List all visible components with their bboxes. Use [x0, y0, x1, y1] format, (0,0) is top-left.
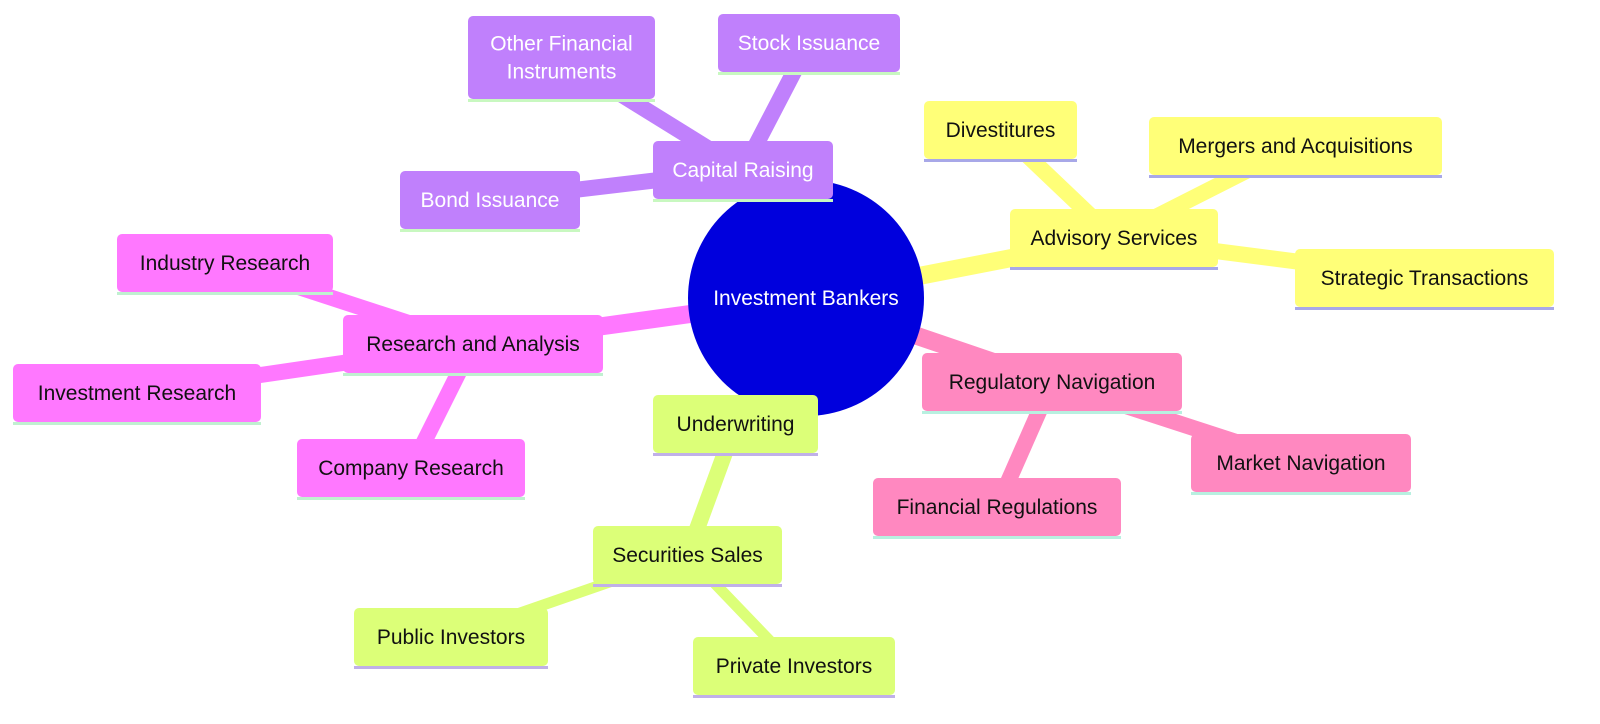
node-underline	[354, 666, 548, 669]
node-label: Public Investors	[377, 626, 525, 649]
node-label: Private Investors	[716, 655, 872, 678]
node-label: Company Research	[318, 457, 504, 480]
root-circle	[688, 180, 924, 416]
node-label: Underwriting	[677, 413, 795, 436]
node-underline	[343, 373, 603, 376]
node-market-navigation[interactable]: Market Navigation	[1191, 434, 1411, 495]
node-underline	[297, 497, 525, 500]
node-public-investors[interactable]: Public Investors	[354, 608, 548, 669]
node-box	[873, 478, 1121, 536]
node-box	[1295, 249, 1554, 307]
node-box	[13, 364, 261, 422]
node-label: Bond Issuance	[421, 189, 560, 212]
node-underline	[693, 695, 895, 698]
node-box	[924, 101, 1077, 159]
node-strategic-transactions[interactable]: Strategic Transactions	[1295, 249, 1554, 310]
node-underline	[1191, 492, 1411, 495]
node-advisory-services[interactable]: Advisory Services	[1010, 209, 1218, 270]
node-financial-regulations[interactable]: Financial Regulations	[873, 478, 1121, 539]
node-underline	[718, 72, 900, 75]
node-bond-issuance[interactable]: Bond Issuance	[400, 171, 580, 232]
node-box	[297, 439, 525, 497]
node-underline	[653, 453, 818, 456]
node-underline	[1149, 175, 1442, 178]
node-box	[117, 234, 333, 292]
node-mergers-and-acquisitions[interactable]: Mergers and Acquisitions	[1149, 117, 1442, 178]
node-label: Advisory Services	[1031, 227, 1198, 250]
node-underline	[400, 229, 580, 232]
node-underline	[873, 536, 1121, 539]
node-regulatory-navigation[interactable]: Regulatory Navigation	[922, 353, 1182, 414]
node-label: Industry Research	[140, 252, 310, 275]
node-box	[1191, 434, 1411, 492]
node-underline	[1295, 307, 1554, 310]
node-underline	[924, 159, 1077, 162]
node-research-and-analysis[interactable]: Research and Analysis	[343, 315, 603, 376]
node-label: Securities Sales	[612, 544, 763, 567]
node-box	[593, 526, 782, 584]
node-underline	[593, 584, 782, 587]
node-label: Stock Issuance	[738, 32, 880, 55]
node-private-investors[interactable]: Private Investors	[693, 637, 895, 698]
root-node[interactable]: Investment Bankers	[688, 180, 924, 416]
node-label: Market Navigation	[1216, 452, 1385, 475]
node-label: Strategic Transactions	[1321, 267, 1529, 290]
node-label: Other Financial	[490, 33, 632, 56]
node-box	[653, 395, 818, 453]
node-label: Financial Regulations	[897, 496, 1098, 519]
node-label: Research and Analysis	[366, 333, 580, 356]
node-box	[718, 14, 900, 72]
node-box	[343, 315, 603, 373]
node-divestitures[interactable]: Divestitures	[924, 101, 1077, 162]
node-label: Investment Research	[38, 382, 236, 405]
node-underwriting[interactable]: Underwriting	[653, 395, 818, 456]
node-underline	[922, 411, 1182, 414]
node-industry-research[interactable]: Industry Research	[117, 234, 333, 295]
node-label: Instruments	[507, 61, 617, 84]
node-box	[468, 16, 655, 99]
node-underline	[117, 292, 333, 295]
node-underline	[1010, 267, 1218, 270]
root-label: Investment Bankers	[713, 287, 899, 310]
node-capital-raising[interactable]: Capital Raising	[653, 141, 833, 202]
node-securities-sales[interactable]: Securities Sales	[593, 526, 782, 587]
node-investment-research[interactable]: Investment Research	[13, 364, 261, 425]
node-underline	[653, 199, 833, 202]
node-stock-issuance[interactable]: Stock Issuance	[718, 14, 900, 75]
node-box	[653, 141, 833, 199]
node-box	[400, 171, 580, 229]
nodes: Investment Bankers Capital Raising Other F…	[13, 14, 1554, 698]
node-underline	[13, 422, 261, 425]
node-box	[1149, 117, 1442, 175]
node-company-research[interactable]: Company Research	[297, 439, 525, 500]
node-box	[922, 353, 1182, 411]
node-label: Mergers and Acquisitions	[1178, 135, 1413, 158]
node-box	[354, 608, 548, 666]
node-box	[693, 637, 895, 695]
node-underline	[468, 99, 655, 102]
node-box	[1010, 209, 1218, 267]
node-label: Capital Raising	[672, 159, 813, 182]
node-label: Divestitures	[946, 119, 1056, 142]
node-label: Regulatory Navigation	[949, 371, 1156, 394]
